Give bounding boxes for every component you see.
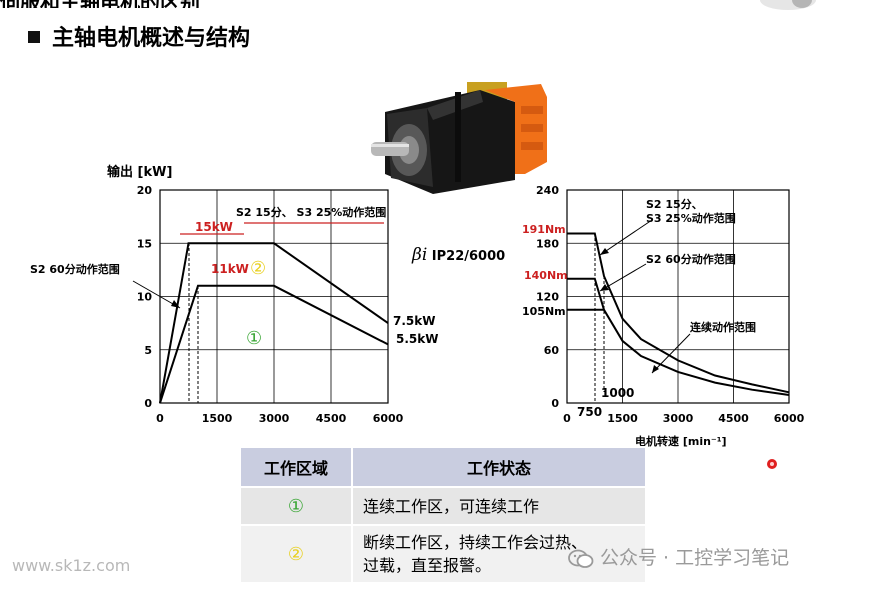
work-zone-table: 工作区域 工作状态 ① 连续工作区，可连续工作 ② 断续工作区，持续工作会过热、… — [239, 446, 647, 584]
y-tick-label: 240 — [536, 184, 559, 197]
torque-chart: 0 60 120 180 240 0 1500 3000 4500 6000 191Nm 140… — [522, 184, 805, 448]
model-suffix: IP22/6000 — [431, 249, 506, 264]
label-7-5kw: 7.5kW — [393, 314, 435, 328]
pointer-continuous — [651, 333, 691, 374]
zone-1-number: ① — [239, 486, 353, 526]
pointer-s2-60 — [132, 280, 181, 309]
torque-gridlines — [567, 190, 789, 403]
x-tick-label: 0 — [563, 412, 571, 425]
table-row: ② 断续工作区，持续工作会过热、 过载，直至报警。 — [239, 524, 647, 584]
torque-series — [567, 232, 790, 396]
label-continuous: 连续动作范围 — [690, 320, 756, 334]
pointer-s2-60-head — [600, 284, 609, 291]
zone-2-number: ② — [239, 524, 353, 584]
label-11kw: 11kW — [211, 262, 249, 276]
y-tick-label: 60 — [544, 344, 560, 357]
x-tick-label: 6000 — [373, 412, 404, 425]
motor-model-label: βi IP22/6000 — [412, 245, 505, 265]
series-line-1 — [159, 242, 389, 404]
watermark-wechat-text: 公众号 · 工控学习笔记 — [600, 547, 790, 569]
pointer-continuous-head — [652, 365, 659, 373]
pointer-s2-s3-head — [600, 248, 609, 255]
x-tick-label: 4500 — [718, 412, 749, 425]
page-title-text: 主轴电机概述与结构 — [52, 26, 251, 51]
torque-x-label: 电机转速 [min⁻¹] — [635, 434, 727, 448]
label-s2-s3-range-line2: S3 25%动作范围 — [646, 211, 736, 225]
zone1-marker: ① — [246, 328, 262, 349]
power-y-ticks: 0 5 10 15 20 — [137, 184, 153, 410]
power-chart: 输出 [kW] 0 5 10 15 20 0 1500 3000 4500 6000 S2 15… — [30, 164, 438, 425]
model-i: i — [421, 245, 428, 265]
zone-2-desc-line2: 过载，直至报警。 — [363, 556, 492, 575]
watermark-website: www.sk1z.com — [12, 556, 131, 575]
table-header-row: 工作区域 工作状态 — [239, 446, 647, 488]
label-s2-60min: S2 60分动作范围 — [30, 262, 120, 276]
y-tick-label: 5 — [144, 344, 152, 357]
torque-plot-frame — [566, 189, 790, 404]
page-title: 主轴电机概述与结构 — [28, 20, 250, 52]
x-tick-label: 3000 — [259, 412, 290, 425]
motor-image — [371, 82, 547, 194]
record-dot-icon — [767, 459, 777, 469]
model-prefix: β — [412, 245, 422, 265]
y-tick-label: 20 — [137, 184, 153, 197]
y-tick-label: 120 — [536, 291, 559, 304]
label-750: 750 — [577, 405, 602, 419]
y-tick-label: 0 — [551, 397, 559, 410]
zone2-marker: ② — [250, 258, 266, 279]
y-tick-label: 10 — [137, 291, 153, 304]
label-s2-60min: S2 60分动作范围 — [646, 252, 736, 266]
zone-1-desc: 连续工作区，可连续工作 — [351, 486, 647, 526]
wechat-icon — [568, 549, 594, 568]
x-tick-label: 3000 — [663, 412, 694, 425]
pointer-s2-60-head — [171, 300, 180, 308]
x-tick-label: 1500 — [202, 412, 233, 425]
pointer-s2-s3 — [599, 219, 653, 256]
x-tick-label: 0 — [156, 412, 164, 425]
x-tick-label: 1500 — [607, 412, 638, 425]
cut-off-title: 伺服和主轴电机的区别 — [0, 0, 330, 8]
x-tick-label: 6000 — [774, 412, 805, 425]
square-bullet-icon — [28, 31, 40, 43]
series-line-1 — [567, 232, 790, 394]
torque-x-ticks: 0 1500 3000 4500 6000 — [563, 412, 804, 425]
label-191nm: 191Nm — [522, 223, 566, 236]
series-line-2 — [159, 284, 389, 404]
header-state: 工作状态 — [351, 446, 647, 488]
header-zone: 工作区域 — [239, 446, 353, 488]
y-tick-label: 180 — [536, 237, 559, 250]
zone-2-desc: 断续工作区，持续工作会过热、 过载，直至报警。 — [351, 524, 647, 584]
power-series — [159, 242, 389, 404]
label-105nm: 105Nm — [522, 305, 566, 318]
label-s2-s3-range-line1: S2 15分、 — [646, 197, 703, 211]
x-tick-label: 4500 — [316, 412, 347, 425]
label-s2-s3-range: S2 15分、 S3 25%动作范围 — [236, 205, 386, 219]
y-tick-label: 15 — [137, 237, 152, 250]
label-5-5kw: 5.5kW — [396, 332, 438, 346]
power-y-label: 输出 [kW] — [107, 164, 172, 180]
power-x-ticks: 0 1500 3000 4500 6000 — [156, 412, 403, 425]
label-140nm: 140Nm — [524, 269, 568, 282]
watermark-wechat: 公众号 · 工控学习笔记 — [568, 543, 789, 570]
corner-logo-icon — [760, 0, 816, 10]
label-15kw: 15kW — [195, 220, 233, 234]
series-line-2 — [567, 277, 790, 396]
torque-y-ticks: 0 60 120 180 240 — [536, 184, 559, 410]
label-1000: 1000 — [601, 386, 634, 400]
y-tick-label: 0 — [144, 397, 152, 410]
zone-2-desc-line1: 断续工作区，持续工作会过热、 — [363, 533, 588, 552]
table-row: ① 连续工作区，可连续工作 — [239, 486, 647, 526]
pointer-s2-60 — [599, 263, 647, 292]
